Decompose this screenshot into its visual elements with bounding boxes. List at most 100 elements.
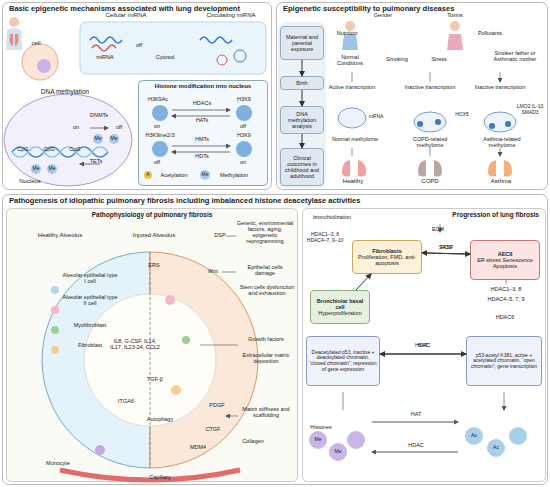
text-label: Healthy Alveolus (30, 232, 90, 239)
text-label: Wnt (204, 268, 222, 274)
text-label: Capillary (140, 474, 180, 480)
process-box: Bronchiolar basal cellHyperproliferation (310, 290, 370, 324)
text-label: HDACs (186, 100, 218, 106)
text-label: Gender (368, 12, 398, 18)
node-heading: Progression of lung fibrosis (452, 211, 539, 218)
text-label: Toxins (440, 12, 470, 18)
text-label: Acetylation (154, 172, 194, 178)
text-label: COPD-related methylome (400, 136, 460, 148)
edge-label: SASP (439, 244, 454, 250)
text-label: H3K9Ac (140, 96, 176, 102)
text-label: LMO2 IL-10 SMAD3 (516, 104, 544, 115)
text-label: mRNA (364, 114, 388, 120)
text-label: miRNA (90, 54, 120, 60)
timeline-box: DNA methylation analysis (280, 106, 324, 134)
text-label: Extracellular matrix deposition (238, 352, 294, 364)
text-label: DSP (212, 232, 228, 238)
text-label: Inactive transcription (404, 84, 456, 90)
text-label: Fibroblast (62, 342, 118, 348)
text-label: Nutrition (330, 30, 364, 36)
text-label: COPD (414, 178, 446, 185)
connector-arrow (380, 354, 466, 355)
text-label: Me (46, 166, 58, 172)
text-label: Histones (304, 424, 338, 430)
text-label: TGF-β (140, 376, 170, 382)
edge-label: HDAC (415, 342, 431, 348)
text-label: Asthma-related methylome (470, 136, 534, 148)
timeline-box: Maternal and parental exposure (280, 26, 324, 60)
text-label: HAT (404, 411, 428, 417)
text-label: off (112, 124, 126, 130)
text-label: CpG (14, 146, 32, 152)
process-box: FibroblastsProliferation, FMD, anti-apop… (352, 240, 422, 274)
text-label: HDAC6 (490, 314, 520, 320)
text-label: Genetic, environmental factors, aging, e… (236, 220, 294, 244)
text-label: CpG (40, 146, 58, 152)
text-label: cell (26, 40, 46, 47)
text-label: Normal methylome (330, 136, 380, 142)
text-label: H3K9 (228, 132, 260, 138)
text-label: off (150, 159, 164, 165)
text-label: HDAC (402, 442, 430, 448)
text-label: Alveolar epithelial type II cell (62, 294, 118, 306)
node-heading: Deacetylated p53, inactive + deacetylate… (309, 350, 377, 372)
text-label: HOX5 (450, 112, 474, 118)
connector-arrow (422, 253, 470, 254)
text-label: IL8, G-CSF, IL14, IL17, IL23-24, CCL2 (108, 338, 162, 350)
text-label: Healthy (336, 178, 370, 185)
text-label: TETs (84, 158, 108, 164)
text-label: HMTs (186, 136, 218, 142)
text-label: DNA methylation (30, 88, 100, 95)
text-label: Autophagy (140, 416, 180, 422)
text-label: Growth factors (240, 336, 292, 342)
text-label: HATs (186, 117, 218, 123)
node-heading: Bronchiolar basal cell (313, 298, 367, 310)
node-heading: Maternal and parental exposure (283, 34, 321, 52)
text-label: Me (108, 136, 120, 142)
text-label: Nucleus (10, 178, 50, 185)
text-label: HDAC4–5, 7, 9 (470, 296, 542, 302)
text-label: DNMTs (84, 112, 114, 118)
connector-arrow (356, 274, 371, 290)
text-label: Cellular miRNA (96, 12, 156, 19)
timeline-box: Birth (280, 76, 324, 90)
text-label: ECM (428, 226, 448, 232)
text-label: MDM4 (186, 444, 210, 450)
state-box: p53-acetyl K381, active + acetylated chr… (466, 336, 542, 386)
text-label: H3K9me2/3 (136, 132, 184, 138)
text-label: Myofibroblast (62, 322, 118, 328)
process-box: AECIIER stress Senescence Apoptosis (470, 240, 540, 280)
text-label: on (236, 159, 250, 165)
text-label: Me (333, 449, 343, 455)
panel-frame: Epigenetic susceptibility to pulmonary d… (276, 2, 548, 190)
text-label: Collagen (236, 438, 270, 444)
node-heading: Epigenetic susceptibility to pulmonary d… (283, 5, 454, 13)
text-label: Ac (491, 445, 501, 451)
text-label: ITGA6 (112, 398, 140, 404)
text-label: Asthma (482, 178, 520, 185)
text-label: on (70, 124, 82, 130)
node-heading: Birth (296, 80, 307, 86)
text-label: Me (200, 172, 210, 178)
text-label: Circulating miRNA (196, 12, 266, 19)
text-label: Ac (469, 433, 479, 439)
text-label: H3K9 (228, 96, 260, 102)
text-label: off (236, 123, 250, 129)
text-label: Epithelial cells damage (238, 264, 292, 276)
text-label: Methylation (212, 172, 256, 178)
text-label: A (144, 172, 152, 178)
text-label: Pollutants (470, 30, 510, 36)
text-label: Matrix stiffness and scaffolding (240, 406, 292, 418)
text-label: HDTs (186, 153, 218, 159)
text-label: on (150, 123, 164, 129)
node-body: Proliferation, FMD, anti-apoptosis (355, 254, 419, 266)
text-label: ERS (144, 262, 164, 268)
text-label: Injured Alveolus (124, 232, 184, 239)
connector-arrow (302, 134, 303, 148)
state-box: Deacetylated p53, inactive + deacetylate… (306, 336, 380, 386)
connector-arrow (302, 60, 303, 76)
text-label: PDGF (206, 402, 228, 408)
text-label: Monocyte (40, 460, 76, 466)
text-label: off (132, 42, 146, 48)
text-label: HDAC1–3, 8 HDAC4–7, 9–10 (304, 232, 346, 243)
